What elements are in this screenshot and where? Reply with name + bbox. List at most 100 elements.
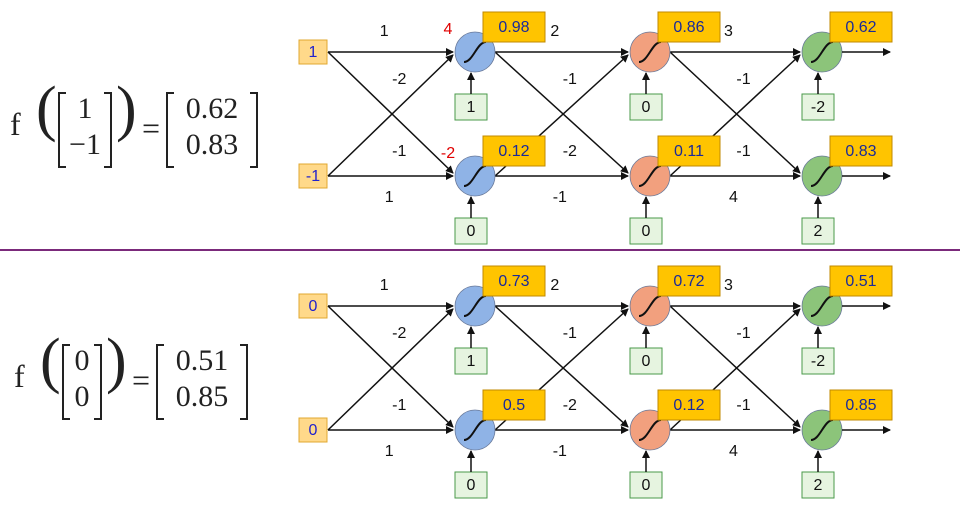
output-value: 0.98 — [498, 19, 529, 36]
input-box — [298, 417, 328, 443]
bias-value: 0 — [467, 223, 476, 240]
bias-box — [801, 217, 835, 245]
connection-arrow — [669, 51, 801, 174]
bias-value: 0 — [642, 353, 651, 370]
bias-value: -2 — [811, 353, 825, 370]
input-vector: 1 −1 — [58, 92, 112, 168]
sigmoid-icon — [463, 41, 487, 63]
weight-label: 4 — [729, 443, 738, 460]
sigmoid-icon — [463, 165, 487, 187]
weight-label: -1 — [736, 143, 750, 160]
output-box — [482, 265, 546, 297]
weight-label: 1 — [380, 23, 389, 40]
weight-label: 1 — [380, 277, 389, 294]
output-box — [657, 265, 721, 297]
sigmoid-icon — [638, 419, 662, 441]
bias-box — [629, 217, 663, 245]
output-value: 0.86 — [673, 19, 704, 36]
sigmoid-icon — [638, 295, 662, 317]
weight-label: -1 — [736, 71, 750, 88]
bias-box — [454, 93, 488, 121]
weight-label: 3 — [724, 23, 733, 40]
output-vector-entry: 0.83 — [185, 128, 239, 161]
sigmoid-icon — [810, 419, 834, 441]
weight-label: -1 — [553, 443, 567, 460]
input-value: -1 — [306, 168, 320, 185]
output-vector-entry: 0.62 — [185, 92, 239, 125]
input-value: 0 — [309, 422, 318, 439]
connection-arrow — [669, 305, 801, 428]
connection-arrow — [327, 308, 454, 431]
bias-box — [454, 471, 488, 499]
input-value: 1 — [309, 44, 318, 61]
output-value: 0.72 — [673, 273, 704, 290]
paren-open: ( — [40, 327, 61, 395]
output-value: 0.51 — [845, 273, 876, 290]
weight-label: -2 — [563, 397, 577, 414]
output-box — [657, 389, 721, 421]
weight-label: -1 — [553, 189, 567, 206]
connection-arrow — [327, 305, 454, 428]
bias-box — [629, 347, 663, 375]
output-box — [829, 135, 893, 167]
output-vector: 0.51 0.85 — [156, 344, 248, 420]
bias-value: 0 — [467, 477, 476, 494]
sigmoid-icon — [638, 165, 662, 187]
weight-label: 1 — [385, 443, 394, 460]
bias-value: 0 — [642, 477, 651, 494]
input-vector-entry: 1 — [77, 92, 93, 125]
output-box — [482, 11, 546, 43]
input-vector-entry: −1 — [69, 128, 101, 161]
output-value: 0.85 — [845, 397, 876, 414]
connection-arrow — [494, 305, 629, 428]
output-box — [482, 389, 546, 421]
connection-arrow — [327, 54, 454, 177]
paren-close: ) — [106, 327, 127, 395]
paren-open: ( — [36, 75, 57, 143]
weight-label: 3 — [724, 277, 733, 294]
output-value: 0.11 — [674, 143, 704, 160]
weight-label: -1 — [392, 397, 406, 414]
network-top: 1-11-2-112-1-2-13-1-1410.9800.1200.8600.… — [298, 11, 893, 245]
bias-value: 2 — [814, 477, 823, 494]
network-bottom: 001-2-112-1-2-13-1-1410.7300.500.7200.12… — [298, 265, 893, 499]
equals-sign: = — [132, 362, 151, 398]
bias-value: 1 — [467, 353, 476, 370]
equals-sign: = — [142, 110, 161, 146]
weight-label: 2 — [550, 277, 559, 294]
weight-label: 2 — [550, 23, 559, 40]
weight-label: 4 — [729, 189, 738, 206]
input-value: 0 — [309, 298, 318, 315]
input-vector-entry: 0 — [74, 344, 90, 377]
output-box — [829, 11, 893, 43]
input-box — [298, 39, 328, 65]
output-value: 0.83 — [845, 143, 876, 160]
pre-activation-value: 4 — [444, 21, 453, 38]
function-symbol: f — [10, 106, 21, 142]
sigmoid-icon — [463, 419, 487, 441]
bias-box — [801, 471, 835, 499]
bias-value: -2 — [811, 99, 825, 116]
input-vector: 0 0 — [62, 344, 102, 420]
output-value: 0.5 — [503, 397, 525, 414]
sigmoid-icon — [810, 165, 834, 187]
weight-label: -2 — [392, 325, 406, 342]
output-value: 0.12 — [673, 397, 704, 414]
output-box — [829, 389, 893, 421]
sigmoid-icon — [810, 41, 834, 63]
weight-label: -2 — [563, 143, 577, 160]
connection-arrow — [494, 51, 629, 174]
input-vector-entry: 0 — [74, 380, 90, 413]
output-box — [657, 11, 721, 43]
bias-value: 0 — [642, 99, 651, 116]
bias-box — [454, 347, 488, 375]
pre-activation-value: -2 — [441, 145, 455, 162]
output-vector-entry: 0.51 — [175, 344, 229, 377]
output-vector-entry: 0.85 — [175, 380, 229, 413]
connection-arrow — [327, 51, 454, 174]
output-box — [829, 265, 893, 297]
weight-label: -1 — [736, 325, 750, 342]
weight-label: -1 — [736, 397, 750, 414]
output-box — [657, 135, 721, 167]
